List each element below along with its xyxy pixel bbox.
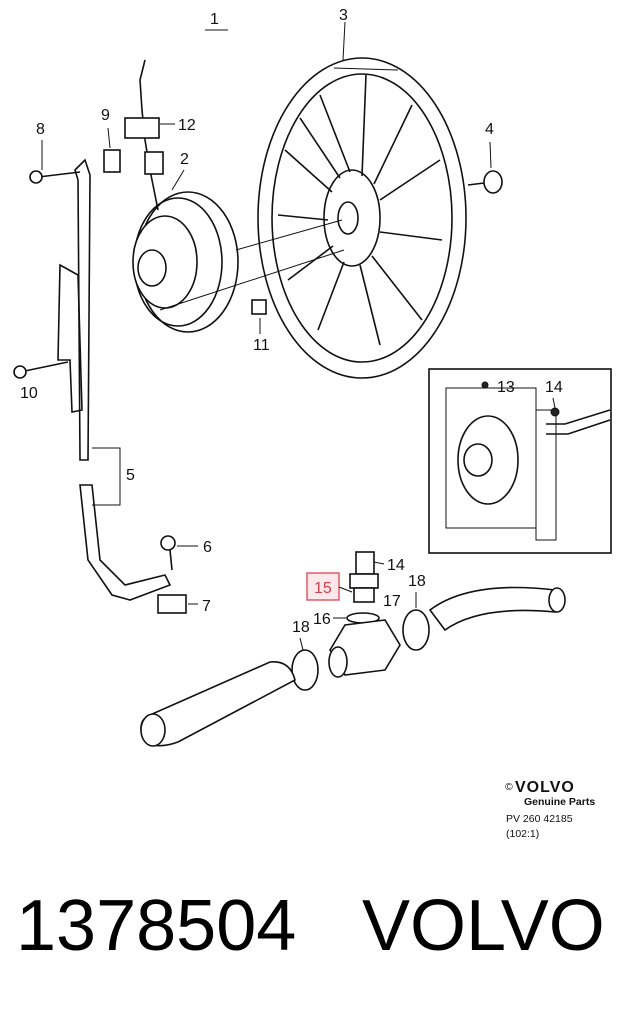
screw-part-10	[13, 361, 69, 379]
label-part-4: 4	[485, 121, 494, 138]
nut-part-11	[251, 299, 267, 315]
reference-code: PV 260 42185	[506, 813, 573, 825]
fan-motor	[132, 191, 345, 333]
brand-name: VOLVO	[362, 886, 605, 966]
copyright-brand: VOLVO	[515, 779, 575, 796]
label-part-11: 11	[253, 337, 270, 354]
footer	[0, 850, 620, 1018]
label-part-16: 16	[313, 611, 331, 628]
label-part-14-inset: 14	[545, 379, 563, 396]
label-part-18-right: 18	[408, 573, 426, 590]
hose-clamp-left	[291, 649, 319, 691]
parts-diagram: 1 3 2 12 9 8	[13, 7, 612, 840]
lower-hose-end	[140, 713, 166, 747]
clip-nut-part-7	[157, 594, 187, 614]
inset-radiator-view	[428, 368, 612, 554]
copyright-symbol: ©	[505, 781, 513, 793]
highlight-box-part-15	[306, 572, 340, 601]
screw-part-6	[160, 535, 176, 571]
fan-shroud-bracket	[57, 158, 172, 601]
diagram-scale: (102:1)	[506, 828, 539, 840]
electrical-connector	[124, 117, 164, 175]
grommet-part-4	[467, 170, 503, 194]
label-part-13: 13	[497, 379, 515, 396]
label-part-8: 8	[36, 121, 45, 138]
wire-clip	[103, 149, 121, 173]
label-part-1: 1	[210, 11, 219, 28]
hose-clamp-right	[402, 609, 430, 651]
label-part-12: 12	[178, 117, 196, 134]
screw-part-8	[29, 170, 81, 184]
copyright-block: © VOLVO Genuine Parts PV 260 42185 (102:…	[505, 779, 595, 840]
label-part-2: 2	[180, 151, 189, 168]
label-part-18-left: 18	[292, 619, 310, 636]
label-part-9: 9	[101, 107, 110, 124]
label-part-7: 7	[202, 598, 211, 615]
label-part-15: 15	[314, 580, 332, 597]
fan-blade-assembly	[257, 21, 467, 379]
label-part-3: 3	[339, 7, 348, 24]
t-fitting	[328, 619, 401, 678]
label-part-17: 17	[383, 593, 401, 610]
label-part-5: 5	[126, 467, 135, 484]
temperature-switch	[349, 551, 379, 603]
label-part-10: 10	[20, 385, 38, 402]
copyright-subtitle: Genuine Parts	[524, 796, 595, 808]
label-part-6: 6	[203, 539, 212, 556]
upper-hose-end	[548, 587, 566, 613]
label-part-14: 14	[387, 557, 405, 574]
part-number: 1378504	[16, 886, 297, 966]
upper-hose	[428, 586, 556, 632]
